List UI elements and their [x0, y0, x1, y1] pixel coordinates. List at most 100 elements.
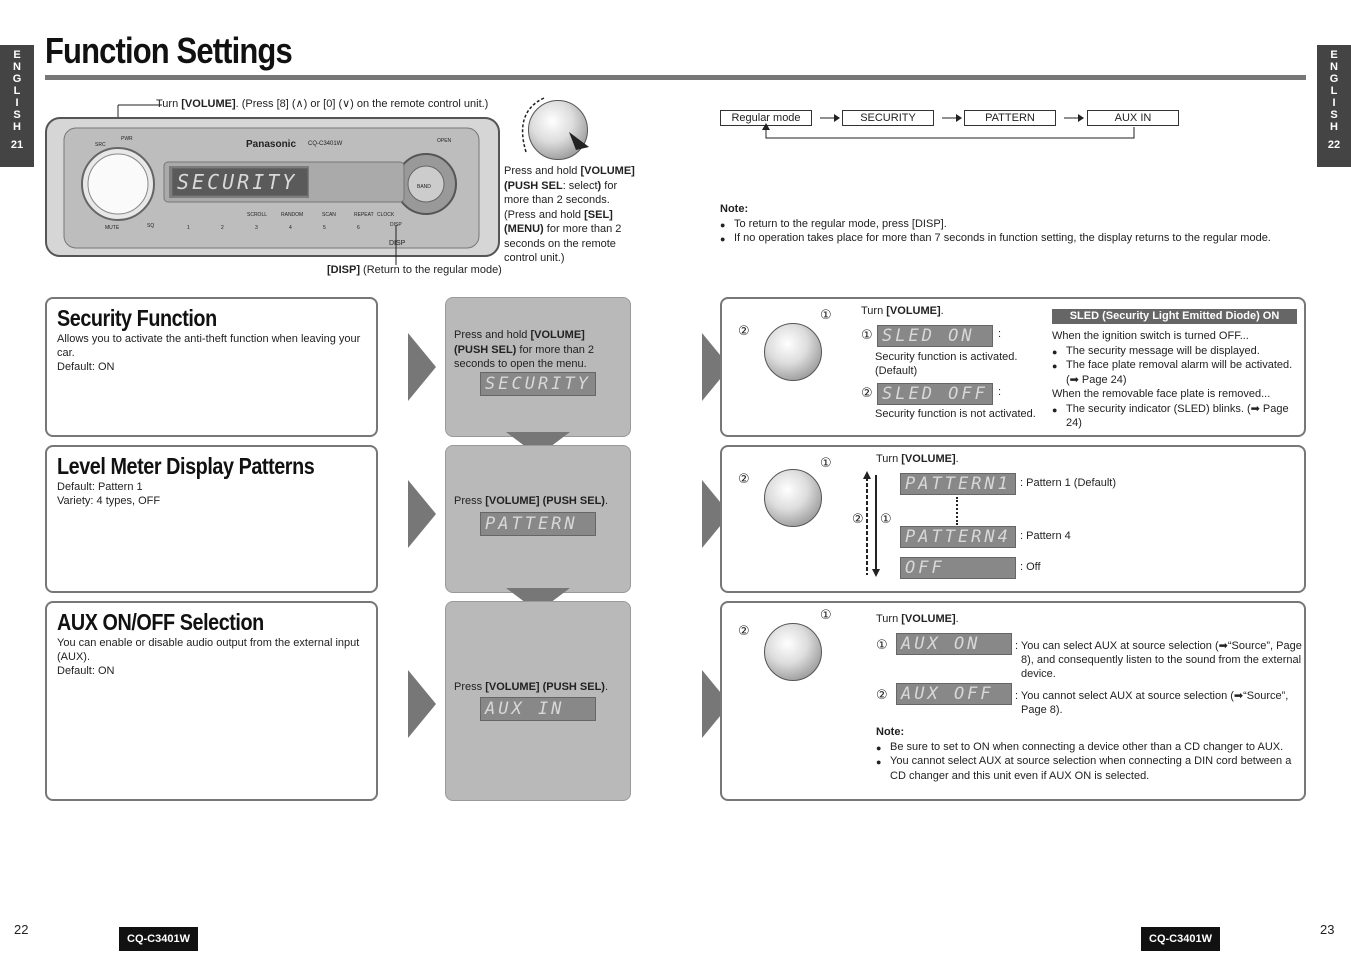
model-badge-right: CQ-C3401W — [1141, 927, 1220, 951]
note-label: Note: — [720, 203, 749, 215]
preset-button-2[interactable]: 2 — [221, 225, 224, 231]
turn-direction-1: ① — [820, 607, 832, 622]
flow-arrows — [762, 114, 1135, 139]
turn-volume-text: Turn [VOLUME]. — [876, 453, 959, 465]
pattern-detail-panel: ② ① Turn [VOLUME]. ② ① PATTERN1 : Patter… — [720, 445, 1306, 593]
clock-label: CLOCK — [377, 212, 395, 218]
turn-direction-2: ② — [738, 323, 750, 338]
note-item: To return to the regular mode, press [DI… — [720, 217, 1290, 231]
sq-button[interactable]: SQ — [147, 223, 155, 229]
language-tab-letter: I — [1332, 97, 1336, 109]
language-tab-letter: N — [13, 61, 21, 73]
device-model-small: CQ-C3401W — [308, 141, 343, 147]
open-button[interactable]: OPEN — [437, 138, 452, 144]
aux-off-desc: : You cannot select AUX at source select… — [1015, 690, 1289, 716]
preset-button-1[interactable]: 1 — [187, 225, 190, 231]
language-tab-page: 21 — [10, 139, 24, 151]
preset-button-3[interactable]: 3 — [255, 225, 258, 231]
turn-direction-2: ② — [738, 623, 750, 638]
preset-button-4[interactable]: 4 — [289, 225, 292, 231]
mute-button[interactable]: MUTE — [105, 225, 120, 231]
language-tab-letter: E — [13, 49, 21, 61]
rotate-arrow-icon — [521, 97, 589, 153]
language-tab-letter: L — [1330, 85, 1338, 97]
aux-selection-panel: AUX ON/OFF Selection You can enable or d… — [45, 601, 378, 801]
pattern-off-lcd: OFF — [900, 557, 1016, 579]
section-text: You can enable or disable audio output f… — [57, 637, 360, 677]
right-arrow-icon — [408, 480, 436, 548]
volume-knob-icon — [764, 623, 822, 681]
step-lcd: SECURITY — [480, 372, 596, 396]
device-display: SECURITY — [172, 168, 308, 196]
language-tab-letter: S — [13, 109, 21, 121]
step-aux-box: Press [VOLUME] (PUSH SEL). AUX IN — [445, 601, 631, 801]
aux-note: Note: Be sure to set to ON when connecti… — [876, 725, 1296, 783]
level-meter-panel: Level Meter Display Patterns Default: Pa… — [45, 445, 378, 593]
section-text: Allows you to activate the anti-theft fu… — [57, 333, 361, 373]
src-button[interactable]: SRC — [95, 142, 106, 148]
direction-2-marker: ② — [852, 511, 864, 526]
device-brand: Panasonic — [246, 139, 297, 150]
aux-detail-panel: ② ① Turn [VOLUME]. ① AUX ON : You can se… — [720, 601, 1306, 801]
turn-volume-text: Turn [VOLUME]. — [861, 305, 944, 317]
note-top: Note: To return to the regular mode, pre… — [720, 202, 1290, 246]
flow-pattern: PATTERN — [964, 110, 1056, 126]
model-badge-left: CQ-C3401W — [119, 927, 198, 951]
band-button[interactable]: BAND — [417, 184, 431, 190]
right-arrow-icon — [408, 333, 436, 401]
turn-direction-2: ② — [738, 471, 750, 486]
disp-button[interactable]: DISP — [390, 222, 402, 228]
note-item: You cannot select AUX at source selectio… — [876, 754, 1296, 783]
option-2-marker: ② — [861, 385, 873, 400]
flow-aux-in: AUX IN — [1087, 110, 1179, 126]
step-lcd: AUX IN — [480, 697, 596, 721]
security-function-panel: Security Function Allows you to activate… — [45, 297, 378, 437]
section-title: Level Meter Display Patterns — [57, 453, 315, 479]
preset-button-5[interactable]: 5 — [323, 225, 326, 231]
pattern-4-desc: : Pattern 4 — [1020, 530, 1071, 542]
aux-on-desc: : You can select AUX at source selection… — [1015, 640, 1302, 680]
sled-on-desc: Security function is activated.(Default) — [875, 351, 1018, 377]
step-text: Press and hold [VOLUME] (PUSH SEL) for m… — [454, 329, 594, 370]
step-lcd: PATTERN — [480, 512, 596, 536]
scan-label: SCAN — [322, 212, 336, 218]
preset-button-6[interactable]: 6 — [357, 225, 360, 231]
step-text: Press [VOLUME] (PUSH SEL). — [454, 681, 609, 693]
option-1-marker: ① — [861, 327, 873, 342]
language-tab-letter: E — [1330, 49, 1338, 61]
aux-on-lcd: AUX ON — [896, 633, 1012, 655]
section-title: AUX ON/OFF Selection — [57, 609, 264, 635]
language-tab-letter: G — [1329, 73, 1339, 85]
pattern-1-lcd: PATTERN1 — [900, 473, 1016, 495]
pattern-off-desc: : Off — [1020, 561, 1041, 573]
language-tab-letter: S — [1330, 109, 1338, 121]
scroll-label: SCROLL — [247, 212, 268, 218]
page-title: Function Settings — [45, 30, 293, 71]
title-rule — [45, 75, 1306, 80]
volume-caption: Turn [VOLUME]. (Press [8] (∧) or [0] (∨)… — [156, 98, 489, 110]
sled-off-lcd: SLED OFF — [877, 383, 993, 405]
language-tab-page: 22 — [1327, 139, 1341, 151]
turn-direction-1: ① — [820, 455, 832, 470]
button-labels: SRC PWR MUTE SQ 1 2 3 4 5 6 DISP OPEN BA… — [95, 136, 455, 238]
language-tab-letter: H — [1330, 121, 1338, 133]
sled-off-desc: Security function is not activated. — [875, 408, 1036, 420]
power-button[interactable]: PWR — [121, 136, 133, 142]
section-title: Security Function — [57, 305, 217, 331]
disp-caption: [DISP] (Return to the regular mode) — [327, 264, 502, 276]
repeat-label: REPEAT — [354, 212, 374, 218]
step-security-box: Press and hold [VOLUME] (PUSH SEL) for m… — [445, 297, 631, 437]
language-tab-letter: G — [12, 73, 22, 85]
language-tab-letter: H — [13, 121, 21, 133]
language-tab-letter: I — [15, 97, 19, 109]
note-label: Note: — [876, 726, 905, 738]
direction-1-marker: ① — [880, 511, 892, 526]
page-number-left: 22 — [14, 922, 29, 937]
cycle-arrows-icon — [863, 471, 880, 577]
sled-on-lcd: SLED ON — [877, 325, 993, 347]
option-2-marker: ② — [876, 687, 888, 702]
right-arrow-icon — [408, 670, 436, 738]
